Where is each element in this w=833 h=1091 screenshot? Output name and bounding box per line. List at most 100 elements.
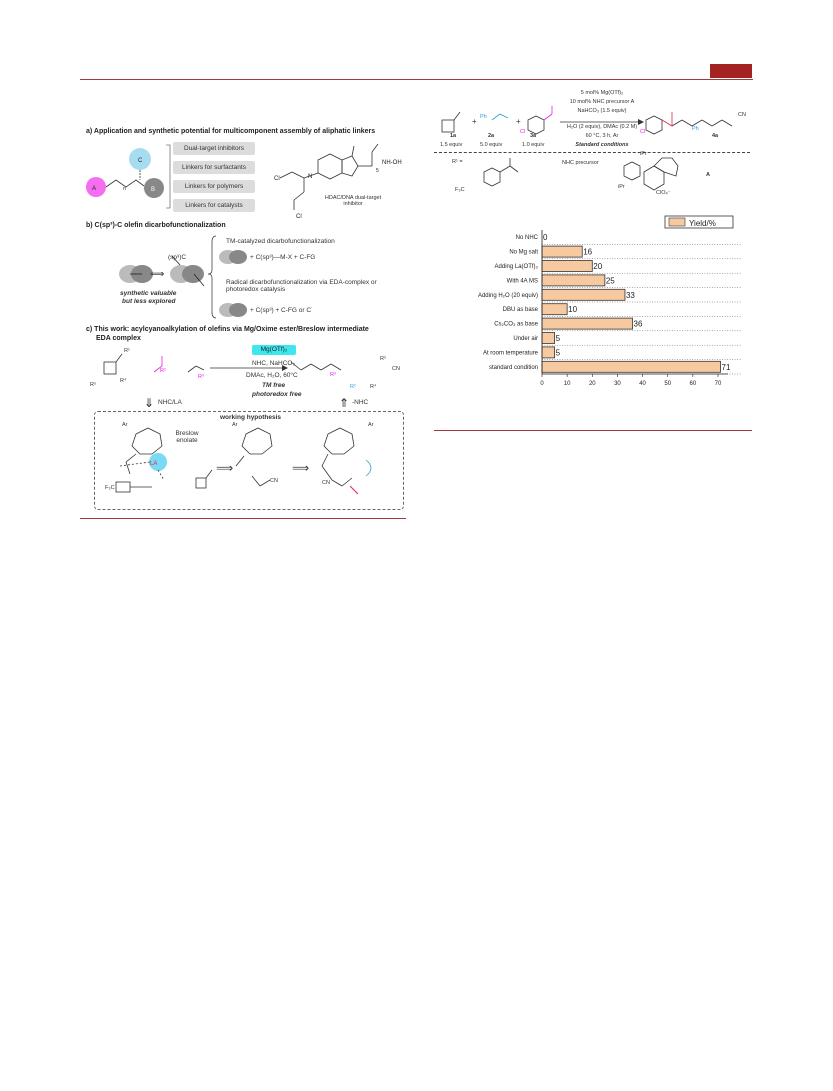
r3-aldehyde: R³	[198, 374, 204, 380]
x-tick-label: 60	[690, 381, 697, 387]
equiv-3a: 1.0 equiv	[522, 142, 545, 148]
la-label: LA	[150, 461, 158, 467]
bar	[541, 332, 555, 344]
value-label: 10	[568, 305, 577, 314]
legend-label: Yield/%	[689, 219, 716, 228]
bar	[541, 245, 583, 258]
panel-b-figure: ⟹	[119, 235, 247, 319]
nhoh-group: NH-OH	[382, 160, 402, 166]
tm-title: TM-catalyzed dicarbofunctionalization	[226, 238, 335, 245]
ipr-1: iPr	[640, 151, 647, 157]
category-label: With 4A MS	[507, 278, 538, 284]
hypothesis-box	[94, 411, 404, 510]
left-bottom-rule	[80, 518, 406, 519]
section-c-title: c) This work: acylcyanoalkylation of ole…	[86, 326, 369, 333]
bar	[541, 360, 721, 373]
svg-text:+: +	[516, 117, 521, 126]
cond-line-2: NaHCO₃ (1.5 equiv)	[577, 108, 627, 114]
ar-2: Ar	[232, 422, 238, 428]
chart-gridlines	[542, 244, 742, 375]
value-label: 33	[626, 291, 635, 300]
section-a-title: a) Application and synthetic potential f…	[86, 128, 376, 135]
category-label: No NHC	[516, 235, 539, 241]
label-a: A	[92, 186, 96, 192]
cn-hyp-1: CN	[270, 478, 278, 484]
breslow-label: Breslow enolate	[175, 430, 199, 444]
cond-line-3: H₂O (2 equiv), DMAc (0.2 M)	[566, 124, 638, 130]
sub-5: 5	[376, 168, 379, 174]
hypothesis-title: working hypothesis	[220, 414, 282, 421]
scheme-cl-2: Cl	[640, 129, 646, 135]
cond-line-0: 5 mol% Mg(OTf)₂	[580, 90, 624, 96]
cl-2: Cl	[296, 214, 302, 220]
category-label: Under air	[513, 336, 538, 342]
cn-hyp-2: CN	[322, 480, 330, 486]
nhc-precursor-label: NHC precursor	[562, 160, 599, 166]
cond-1: NHC, NaHCO₃	[252, 360, 296, 367]
value-label: 71	[722, 363, 731, 372]
linker-tag-3: Linkers for catalysts	[173, 199, 255, 212]
panel-c-reaction	[103, 353, 342, 375]
compound-1a: 1a	[450, 133, 457, 139]
x-tick-label: 40	[639, 381, 646, 387]
scheme-cl-1: Cl	[520, 129, 526, 135]
label-c: C	[138, 158, 143, 164]
category-label: Cs₂CO₃ as base	[494, 322, 538, 328]
bar	[541, 260, 593, 272]
right-bottom-rule	[434, 430, 752, 431]
svg-text:+: +	[472, 117, 477, 126]
scheme-figure: + +	[441, 106, 733, 135]
ipr-2: iPr	[618, 184, 625, 190]
legend-swatch	[668, 217, 686, 227]
node-c	[129, 148, 151, 170]
compound-2a: 2a	[488, 133, 495, 139]
catalyst-label: Mg(OTf)₂	[260, 346, 288, 353]
r1-left: R¹	[124, 348, 130, 354]
r5-product: R⁵	[380, 356, 387, 362]
radical-equation: + C(sp³) + C-FG or C˙	[250, 307, 314, 314]
section-c-title-2: EDA complex	[96, 335, 141, 342]
down-arrow: ⇓	[144, 396, 155, 410]
value-label: 20	[593, 262, 602, 271]
catalyst-box: Mg(OTf)₂	[252, 345, 296, 355]
linker-tag-2: Linkers for polymers	[173, 180, 255, 193]
cn-product: CN	[392, 366, 400, 372]
cond-line-4: 60 °C, 3 h, Ar	[585, 133, 619, 139]
label-b: B	[151, 187, 155, 193]
cond-3: TM free	[262, 382, 286, 389]
linker-tag-1: Linkers for surfactants	[173, 161, 255, 174]
cond-line-1: 10 mol% NHC precursor A	[569, 99, 635, 105]
category-label: Adding H₂O (20 equiv)	[478, 293, 538, 299]
value-label: 25	[606, 276, 615, 285]
value-label: 36	[634, 320, 643, 329]
value-label: 0	[543, 233, 548, 242]
bar	[541, 303, 568, 316]
svg-text:⟹: ⟹	[150, 269, 164, 280]
category-label: Adding La(OTf)₃	[495, 264, 539, 270]
bar	[541, 288, 626, 301]
node-b	[144, 178, 164, 198]
bar	[541, 274, 606, 287]
n-atom: N	[308, 174, 312, 180]
scheme-ph-1: Ph	[480, 114, 487, 120]
scheme-divider	[434, 152, 750, 153]
section-b-title: b) C(sp³)-C olefin dicarbofunctionalizat…	[86, 222, 226, 229]
r3-product: R³	[330, 372, 336, 378]
value-label: 5	[556, 348, 561, 357]
r1-equals: R¹ =	[452, 159, 463, 165]
linker-tag-0: Dual-target inhibitors	[173, 142, 255, 155]
cl-1: Cl	[274, 176, 280, 182]
inhibitor-caption: HDAC/DNA dual-target inhibitor	[324, 195, 382, 207]
bar	[541, 346, 555, 359]
r2-product: R²	[350, 384, 356, 390]
bar	[541, 317, 633, 330]
x-tick-label: 10	[564, 381, 571, 387]
scheme-ph-2: Ph	[692, 126, 699, 132]
sp3-label: (sp³)C	[168, 254, 187, 261]
f3c-r1: F₃C	[455, 187, 465, 193]
svg-text:⟹: ⟹	[216, 461, 233, 475]
x-tick-label: 30	[614, 381, 621, 387]
